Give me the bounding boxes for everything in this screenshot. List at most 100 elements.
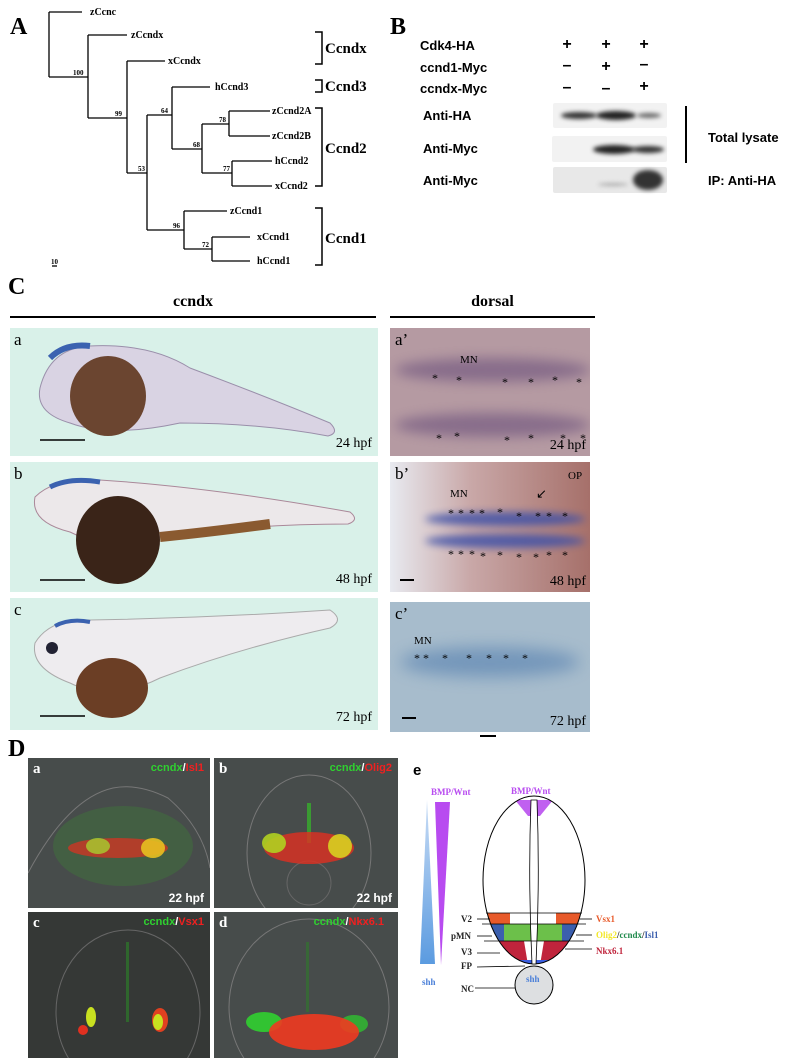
subpanel-label: d bbox=[219, 915, 228, 931]
stage-label: 72 hpf bbox=[549, 714, 586, 729]
group-label: Ccnd3 bbox=[325, 79, 367, 95]
group-label: Ccnd2 bbox=[325, 141, 367, 157]
motor-neuron-star: * bbox=[502, 375, 508, 389]
isl1-label: Isl1 bbox=[645, 930, 660, 940]
separator: / bbox=[641, 930, 645, 940]
domain-label-nc: NC bbox=[461, 984, 474, 994]
blot-label-anti-myc: Anti-Myc bbox=[423, 141, 478, 156]
separator: / bbox=[361, 762, 365, 774]
central-canal bbox=[529, 799, 539, 965]
red-marker-label: Olig2 bbox=[364, 762, 392, 774]
ccndx-label: ccndx bbox=[620, 930, 643, 940]
sign: + bbox=[639, 78, 649, 95]
bootstrap-value: 53 bbox=[138, 165, 146, 173]
row-label-ccnd1: ccnd1-Myc bbox=[420, 60, 488, 75]
taxon-label: zCcnd2B bbox=[272, 131, 311, 142]
bootstrap-value: 96 bbox=[173, 222, 181, 230]
lysate-bracket-line bbox=[685, 106, 687, 163]
motor-neuron-star: * bbox=[562, 548, 568, 562]
ip-label: IP: Anti-HA bbox=[708, 173, 777, 188]
subpanel-label: a’ bbox=[395, 330, 409, 349]
stage-label: 22 hpf bbox=[168, 891, 204, 905]
fluorescence-panel-c: c ccndx/Vsx1 bbox=[28, 912, 210, 1058]
green-marker-label: ccndx bbox=[329, 762, 362, 774]
shh-notochord-label: shh bbox=[526, 974, 540, 984]
stage-label: 24 hpf bbox=[335, 436, 372, 451]
stage-label: 22 hpf bbox=[356, 891, 392, 905]
section-image bbox=[28, 786, 210, 886]
bmp-wnt-gradient-label: BMP/Wnt bbox=[431, 787, 471, 797]
header-rule bbox=[390, 316, 595, 318]
neural-tube-schematic: BMP/Wnt BMP/Wnt shh shh V2 pMN V3 FP NC … bbox=[420, 786, 659, 1005]
subpanel-label: a bbox=[33, 761, 41, 777]
subpanel-label: b bbox=[219, 761, 228, 777]
subpanel-label: b’ bbox=[395, 464, 410, 483]
taxon-label: xCcndx bbox=[168, 56, 201, 67]
sign: + bbox=[601, 58, 611, 75]
embryo-image bbox=[33, 609, 338, 718]
panel-b-label: B bbox=[390, 14, 407, 40]
motor-neuron-star: * bbox=[469, 547, 475, 561]
stage-label: 48 hpf bbox=[335, 572, 372, 587]
dorsal-panel-72hpf: c’ MN 72 hpf * * * * * * * bbox=[390, 602, 590, 732]
motor-neuron-star: * bbox=[448, 547, 454, 561]
blot-label-anti-ha: Anti-HA bbox=[423, 108, 472, 123]
panel-c-label: C bbox=[8, 274, 26, 300]
motor-neuron-star: * bbox=[504, 433, 510, 447]
red-marker-label: Nkx6.1 bbox=[348, 916, 384, 928]
motor-neuron-star: * bbox=[432, 371, 438, 385]
panel-e-label: e bbox=[413, 762, 422, 779]
motor-neuron-star: * bbox=[458, 506, 464, 520]
separator: / bbox=[345, 916, 349, 928]
sign: – bbox=[601, 80, 611, 97]
motor-neuron-star: * bbox=[533, 550, 539, 564]
subpanel-label: a bbox=[14, 330, 22, 349]
subpanel-label: c bbox=[33, 915, 40, 931]
fluorescence-panel-b: b ccndx/Olig2 22 hpf bbox=[214, 758, 398, 908]
embryo-image bbox=[33, 477, 355, 584]
domain-label-v3: V3 bbox=[461, 947, 472, 957]
stage-label: 72 hpf bbox=[335, 710, 372, 725]
motor-neuron-star: * bbox=[516, 509, 522, 523]
separator: / bbox=[182, 762, 186, 774]
notochord bbox=[514, 965, 554, 1005]
motor-neuron-star: * bbox=[442, 651, 448, 665]
motor-neuron-star: * bbox=[448, 506, 454, 520]
bootstrap-value: 78 bbox=[219, 116, 227, 124]
sign: – bbox=[562, 57, 572, 74]
tree-branches bbox=[48, 11, 323, 267]
panel-d-label: D bbox=[8, 736, 26, 762]
group-label: Ccnd1 bbox=[325, 231, 367, 247]
section-image bbox=[55, 929, 201, 1058]
dorsal-panel-48hpf: b’ MN OP ↙ 48 hpf * * * * * * * * * * * … bbox=[390, 462, 590, 592]
bmp-wnt-dorsal-label: BMP/Wnt bbox=[511, 786, 551, 796]
motor-neuron-star: * bbox=[503, 651, 509, 665]
bootstrap-value: 99 bbox=[115, 110, 123, 118]
taxon-label: zCcnd2A bbox=[272, 106, 312, 117]
fluorescence-panel-a: a ccndx/Isl1 22 hpf bbox=[28, 758, 210, 908]
sign: + bbox=[601, 36, 611, 53]
motor-neuron-star: * bbox=[522, 651, 528, 665]
motor-neuron-star: * bbox=[546, 509, 552, 523]
motor-neuron-star: * bbox=[454, 429, 460, 443]
bootstrap-value: 64 bbox=[161, 107, 169, 115]
western-blot-ip bbox=[553, 167, 667, 193]
taxon-label: zCcnd1 bbox=[230, 206, 262, 217]
taxon-label: hCcnd1 bbox=[257, 256, 290, 267]
taxon-label: xCcnd2 bbox=[275, 181, 308, 192]
red-marker-label: Vsx1 bbox=[178, 916, 204, 928]
motor-neuron-star: * bbox=[469, 506, 475, 520]
motor-neuron-star: * bbox=[436, 431, 442, 445]
motor-neuron-star: * bbox=[480, 549, 486, 563]
scale-bar bbox=[400, 579, 414, 581]
header-rule bbox=[10, 316, 376, 318]
taxon-label: zCcnc bbox=[90, 7, 117, 18]
svg-text:Olig2/ccndx/Isl1: Olig2/ccndx/Isl1 bbox=[596, 930, 659, 940]
section-image bbox=[228, 918, 390, 1058]
motor-neuron-star: * bbox=[576, 375, 582, 389]
scale-bar-label: 10 bbox=[51, 258, 59, 266]
western-blot-anti-myc bbox=[552, 136, 667, 162]
total-lysate-label: Total lysate bbox=[708, 130, 779, 145]
scale-bar bbox=[402, 717, 416, 719]
